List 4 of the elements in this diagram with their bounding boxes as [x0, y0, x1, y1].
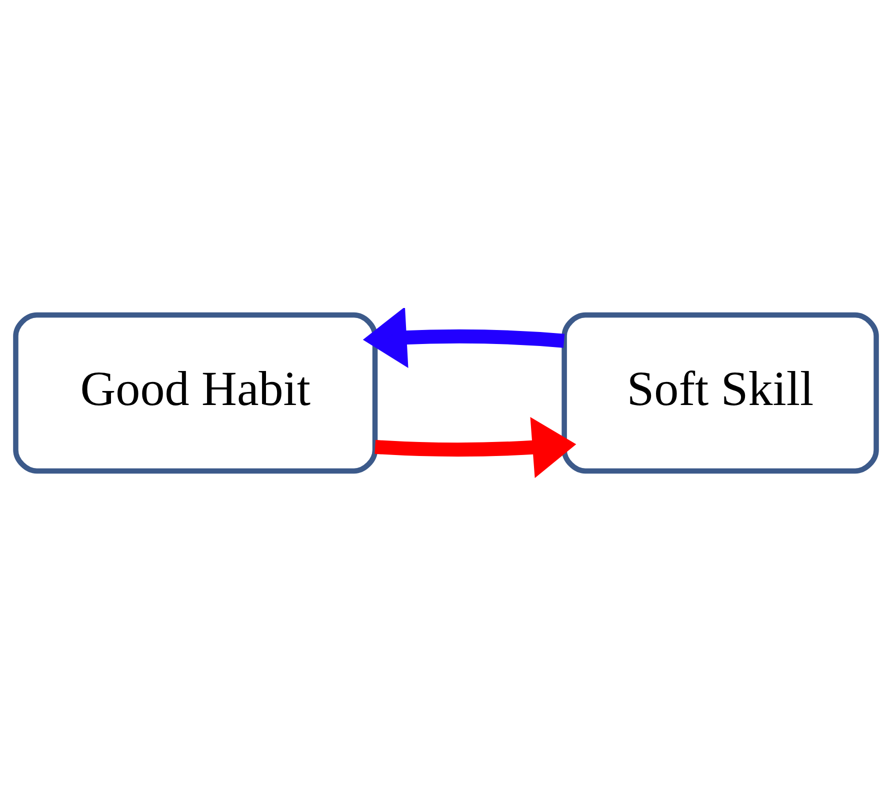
arrow	[374, 416, 576, 478]
arrow	[362, 308, 565, 368]
node-box: Soft Skill	[562, 312, 879, 474]
node-box: Good Habit	[13, 312, 378, 474]
